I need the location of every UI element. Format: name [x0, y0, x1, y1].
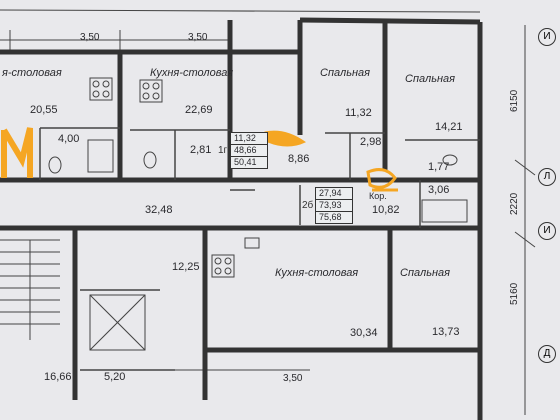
partitions [39, 127, 480, 371]
room-name-bedroom-right: Спальная [405, 73, 456, 85]
room-name-bedroom-top: Спальная [320, 67, 371, 79]
area-bedroom-right: 14,21 [435, 121, 463, 133]
area-kitchen-top: 22,69 [185, 104, 213, 116]
axis-marker-1: И [538, 28, 556, 46]
area-bath-right-top: 2,98 [360, 136, 382, 148]
room-name-kitchen-bottom: Кухня-столовая [275, 267, 359, 279]
summary-bottom-table: 27,94 73,93 75,68 [315, 187, 353, 224]
orange-markings [1, 127, 398, 192]
dim-top-left: 3,50 [80, 32, 100, 43]
area-stair-hall: 16,66 [44, 371, 72, 383]
stairwell [0, 239, 146, 351]
area-corridor-left: 32,48 [145, 204, 173, 216]
area-hall-mid: 8,86 [288, 153, 310, 165]
summary-bottom-value-2: 73,93 [316, 200, 352, 212]
summary-top-label: 1г [218, 145, 228, 156]
area-bedroom-top: 11,32 [345, 107, 372, 119]
summary-bottom-label: 2б [302, 200, 314, 211]
corridor-label: Кор. [369, 191, 387, 201]
summary-top-value-3: 50,41 [234, 157, 257, 167]
axis-marker-2: Л [538, 168, 556, 186]
summary-top-value-2: 48,66 [231, 145, 267, 157]
area-bedroom-bottom: 13,73 [432, 326, 460, 338]
dimension-lines [0, 9, 536, 415]
room-name-kitchen-top: Кухня-столовая [150, 67, 234, 79]
area-bath-right2: 3,06 [428, 184, 450, 196]
area-bath-mid: 2,81 [190, 144, 212, 156]
room-name-bedroom-bottom: Спальная [400, 267, 451, 279]
summary-top-value-1: 11,32 [231, 133, 267, 145]
dim-bottom: 3,50 [283, 373, 303, 384]
axis-marker-3: И [538, 222, 556, 240]
area-kitchen-left: 20,55 [30, 104, 58, 116]
axis-marker-4: Д [538, 345, 556, 363]
room-name-kitchen-left: я-столовая [2, 67, 62, 79]
area-bath-left: 4,00 [58, 133, 80, 145]
area-bath-right: 1,77 [428, 161, 450, 173]
area-stair-room: 12,25 [172, 261, 200, 273]
area-corridor-right: 10,82 [372, 204, 400, 216]
area-elevator: 5,20 [104, 371, 126, 383]
dim-right-middle: 2220 [509, 192, 520, 215]
fixtures [48, 77, 468, 278]
dim-top-right: 3,50 [188, 32, 208, 43]
dim-right-upper: 6150 [509, 89, 520, 112]
dim-right-lower: 5160 [509, 282, 520, 305]
summary-top-table: 11,32 48,66 50,41 [230, 132, 268, 169]
summary-bottom-value-3: 75,68 [319, 212, 342, 222]
summary-bottom-value-1: 27,94 [316, 188, 352, 200]
area-kitchen-bottom: 30,34 [350, 327, 378, 339]
